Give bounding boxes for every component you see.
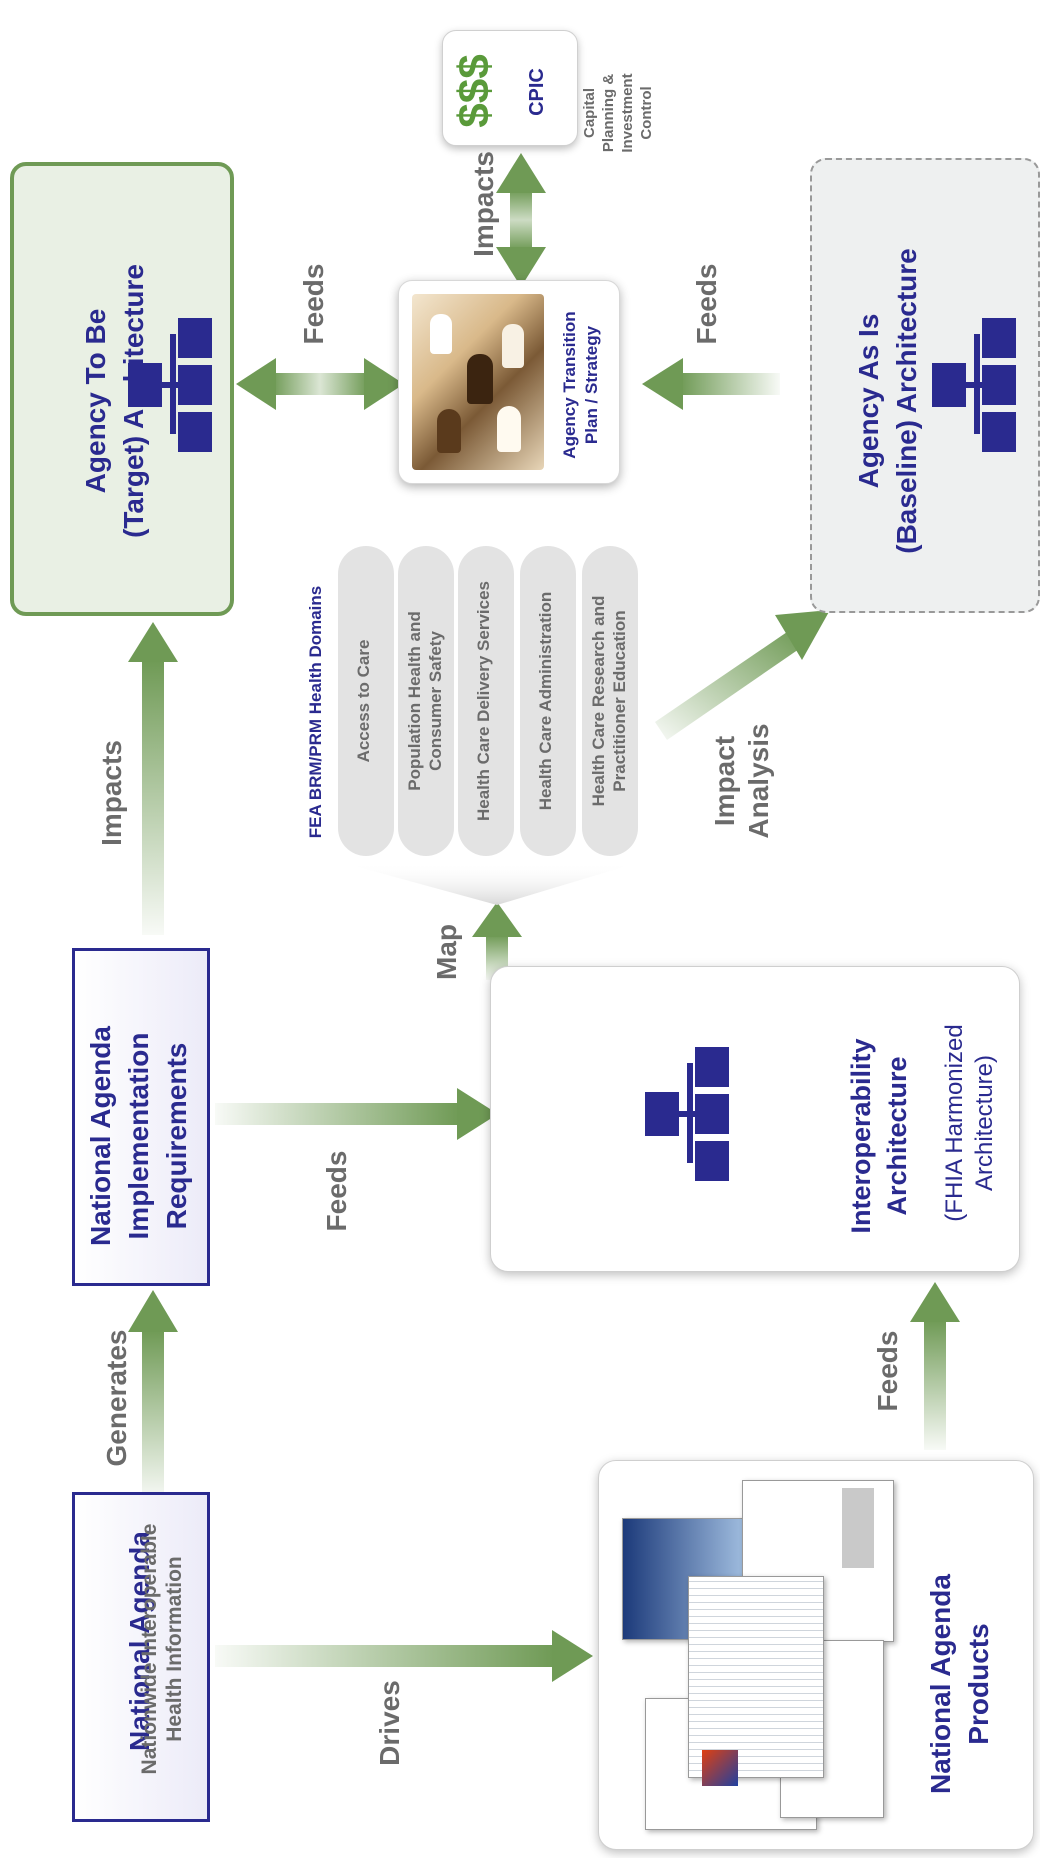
impacts-cpic-arrow	[496, 153, 546, 287]
as-is-title: Agency As Is(Baseline) Architecture	[853, 248, 922, 554]
impacts-to-be-arrow	[128, 622, 178, 935]
drives-label: Drives	[374, 1680, 405, 1766]
domain-care-delivery: Health Care Delivery Services	[474, 580, 493, 822]
domain-access-to-care: Access to Care	[354, 639, 373, 763]
cpic-dollar-icon: $$$	[450, 54, 499, 128]
implementation-requirements-box	[72, 948, 210, 1286]
feeds-to-be-arrow	[236, 358, 404, 410]
interoperability-architecture-box	[490, 966, 1020, 1272]
feeds-to-be-label: Feeds	[298, 263, 329, 345]
generates-label: Generates	[101, 1329, 132, 1467]
feeds-products-arrow	[910, 1282, 960, 1450]
domain-pill-administration	[520, 546, 576, 856]
feeds-as-is-label: Feeds	[691, 263, 722, 345]
national-agenda-box	[72, 1492, 210, 1822]
domain-pill-access	[338, 546, 394, 856]
map-label: Map	[431, 924, 462, 980]
domains-funnel	[340, 862, 640, 905]
feeds-products-label: Feeds	[872, 1330, 903, 1412]
domain-pill-delivery	[458, 546, 514, 856]
feeds-as-is-arrow	[642, 358, 780, 410]
cpic-label: CPIC	[526, 68, 548, 116]
domains-title: FEA BRM/PRM Health Domains	[306, 585, 325, 839]
document-thumbnail-photo	[702, 1750, 738, 1786]
interop-org-chart-icon	[645, 1047, 729, 1181]
document-thumbnail	[688, 1576, 824, 1778]
as-is-org-chart-icon	[932, 318, 1016, 452]
impacts-cpic-label: Impacts	[468, 151, 499, 257]
impacts-to-be-label: Impacts	[96, 740, 127, 846]
domain-care-administration: Health Care Administration	[536, 591, 555, 811]
drives-arrow	[215, 1630, 593, 1682]
to-be-org-chart-icon	[128, 318, 212, 452]
generates-arrow	[128, 1290, 178, 1500]
feeds-interop-arrow	[215, 1088, 498, 1140]
domain-pill-research	[582, 546, 638, 856]
chess-image	[412, 294, 544, 470]
domain-pill-population	[398, 546, 454, 856]
feeds-interop-label: Feeds	[321, 1150, 352, 1232]
cpic-box	[442, 30, 578, 146]
document-thumbnail-highlight	[842, 1488, 874, 1568]
impact-analysis-arrow	[655, 610, 830, 740]
